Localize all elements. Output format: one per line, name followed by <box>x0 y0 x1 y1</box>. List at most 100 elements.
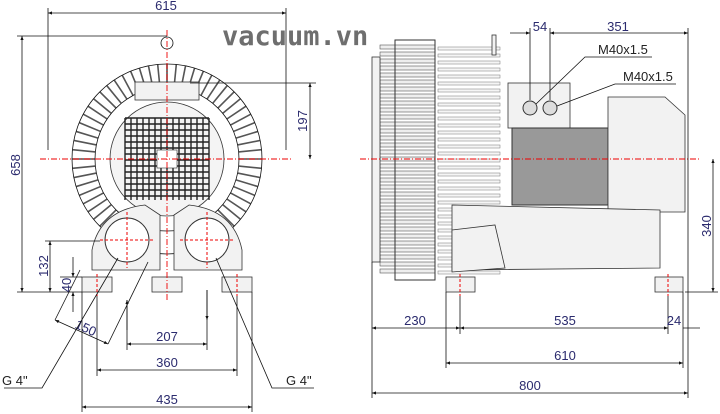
side-fin <box>437 270 501 275</box>
fin <box>233 121 256 133</box>
side-fin <box>379 240 436 246</box>
cable-gland-1 <box>522 100 538 116</box>
side-fin <box>379 121 436 127</box>
dim-port-height: 132 <box>36 255 51 277</box>
fin <box>72 165 96 170</box>
dim-gland-spacing: 54 <box>533 19 547 34</box>
side-fin <box>379 170 436 176</box>
dim-axis-height: 340 <box>699 215 714 237</box>
fin <box>99 209 117 227</box>
leader-line <box>4 257 119 389</box>
fin <box>233 185 256 197</box>
side-fin <box>379 219 436 225</box>
side-fin <box>437 53 501 58</box>
side-fin <box>437 46 501 51</box>
side-fin <box>379 58 436 64</box>
side-fin <box>437 88 501 93</box>
dimension-line <box>54 319 109 345</box>
leader-line <box>535 56 652 105</box>
side-fin <box>437 116 501 121</box>
side-fin <box>437 144 501 149</box>
fin <box>222 98 241 114</box>
cable-gland-2 <box>542 100 558 116</box>
side-fin <box>379 107 436 113</box>
dim-port-spacing: 207 <box>156 329 178 344</box>
side-fin <box>379 191 436 197</box>
side-fin <box>379 261 436 267</box>
side-foot-rear <box>654 276 684 293</box>
lifting-lug <box>491 34 497 56</box>
fin <box>200 74 213 96</box>
side-fin <box>379 72 436 78</box>
side-fin <box>379 100 436 106</box>
dim-overall-length: 800 <box>519 378 541 393</box>
side-view: 54 351 M40x1.5 M40x1.5 340 230 535 24 61… <box>360 19 718 398</box>
side-fin <box>437 193 501 198</box>
motor-fan-hood <box>607 96 686 213</box>
side-fin <box>437 130 501 135</box>
watermark: vacuum.vn <box>222 21 368 52</box>
terminal-box <box>507 82 571 129</box>
dim-axis-to-top: 197 <box>295 110 310 132</box>
fin <box>237 139 261 146</box>
fin <box>217 91 235 109</box>
fin <box>222 204 241 220</box>
side-fin <box>437 67 501 72</box>
fin <box>230 113 252 126</box>
side-fin <box>379 44 436 50</box>
fin <box>82 113 104 126</box>
fin <box>235 179 259 188</box>
side-fin <box>379 93 436 99</box>
dim-overall-height: 658 <box>8 154 23 176</box>
side-fin <box>379 86 436 92</box>
dim-overall-width: 615 <box>155 0 177 13</box>
label-port-right: G 4" <box>286 373 312 388</box>
label-gland-2: M40x1.5 <box>623 69 673 84</box>
fin <box>113 79 128 100</box>
side-fin <box>437 102 501 107</box>
fin <box>121 74 134 96</box>
front-cover <box>371 56 381 263</box>
side-fin <box>379 226 436 232</box>
side-fin <box>379 198 436 204</box>
side-fin <box>379 247 436 253</box>
side-fin <box>379 65 436 71</box>
fin <box>238 148 262 153</box>
side-fin <box>379 135 436 141</box>
side-fin <box>437 109 501 114</box>
side-fin <box>379 114 436 120</box>
fin <box>217 209 235 227</box>
fin <box>75 179 99 188</box>
fin <box>87 198 108 213</box>
side-fin <box>379 51 436 57</box>
side-fin <box>437 137 501 142</box>
side-fin <box>379 163 436 169</box>
leader-line <box>556 83 676 107</box>
fin <box>75 130 99 139</box>
dim-foot-to-end: 24 <box>667 313 681 328</box>
label-port-left: G 4" <box>2 373 28 388</box>
fin <box>78 121 101 133</box>
side-fin <box>379 149 436 155</box>
side-fin <box>379 268 436 274</box>
dim-foot-spacing: 360 <box>156 355 178 370</box>
side-fin <box>379 79 436 85</box>
side-fin <box>437 60 501 65</box>
motor-body <box>511 127 609 206</box>
dim-foot-height: 40 <box>59 278 74 292</box>
fin <box>87 105 108 120</box>
side-fin <box>437 74 501 79</box>
side-fin <box>437 151 501 156</box>
side-fin <box>437 179 501 184</box>
side-fin <box>379 205 436 211</box>
fin <box>99 91 117 109</box>
side-fin <box>437 158 501 163</box>
fin <box>226 105 247 120</box>
fin <box>73 139 97 146</box>
side-fin <box>379 128 436 134</box>
fin <box>212 85 228 104</box>
dim-foot-outer-width: 435 <box>156 392 178 407</box>
dim-front-to-foot: 230 <box>404 313 426 328</box>
